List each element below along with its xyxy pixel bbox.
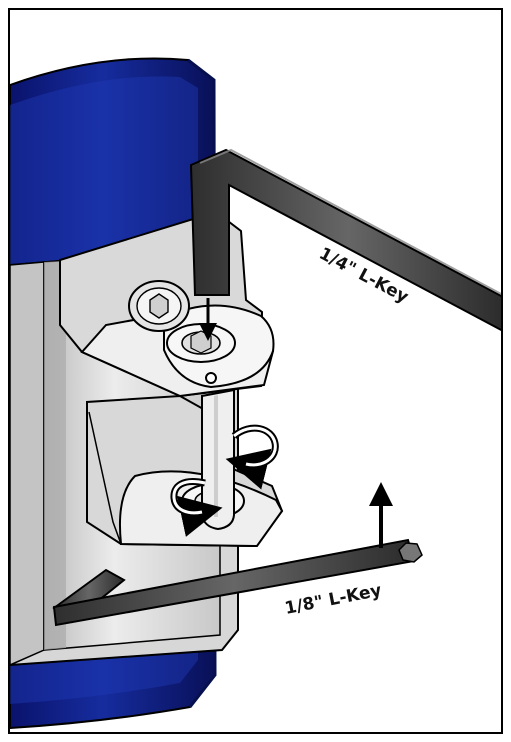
hinge-pin [201,388,235,531]
quarter-inch-l-key [189,148,501,341]
lower-hinge-block [86,394,284,548]
diagram-frame: 1/4" L-Key 1/8" L-Key [8,8,503,734]
eighth-inch-key-label: 1/8" L-Key [283,581,383,619]
assembly-diagram: 1/4" L-Key 1/8" L-Key [10,57,501,730]
set-screw [128,280,190,332]
eighth-inch-l-key [52,482,423,627]
rotation-arrow-icons [170,424,279,537]
